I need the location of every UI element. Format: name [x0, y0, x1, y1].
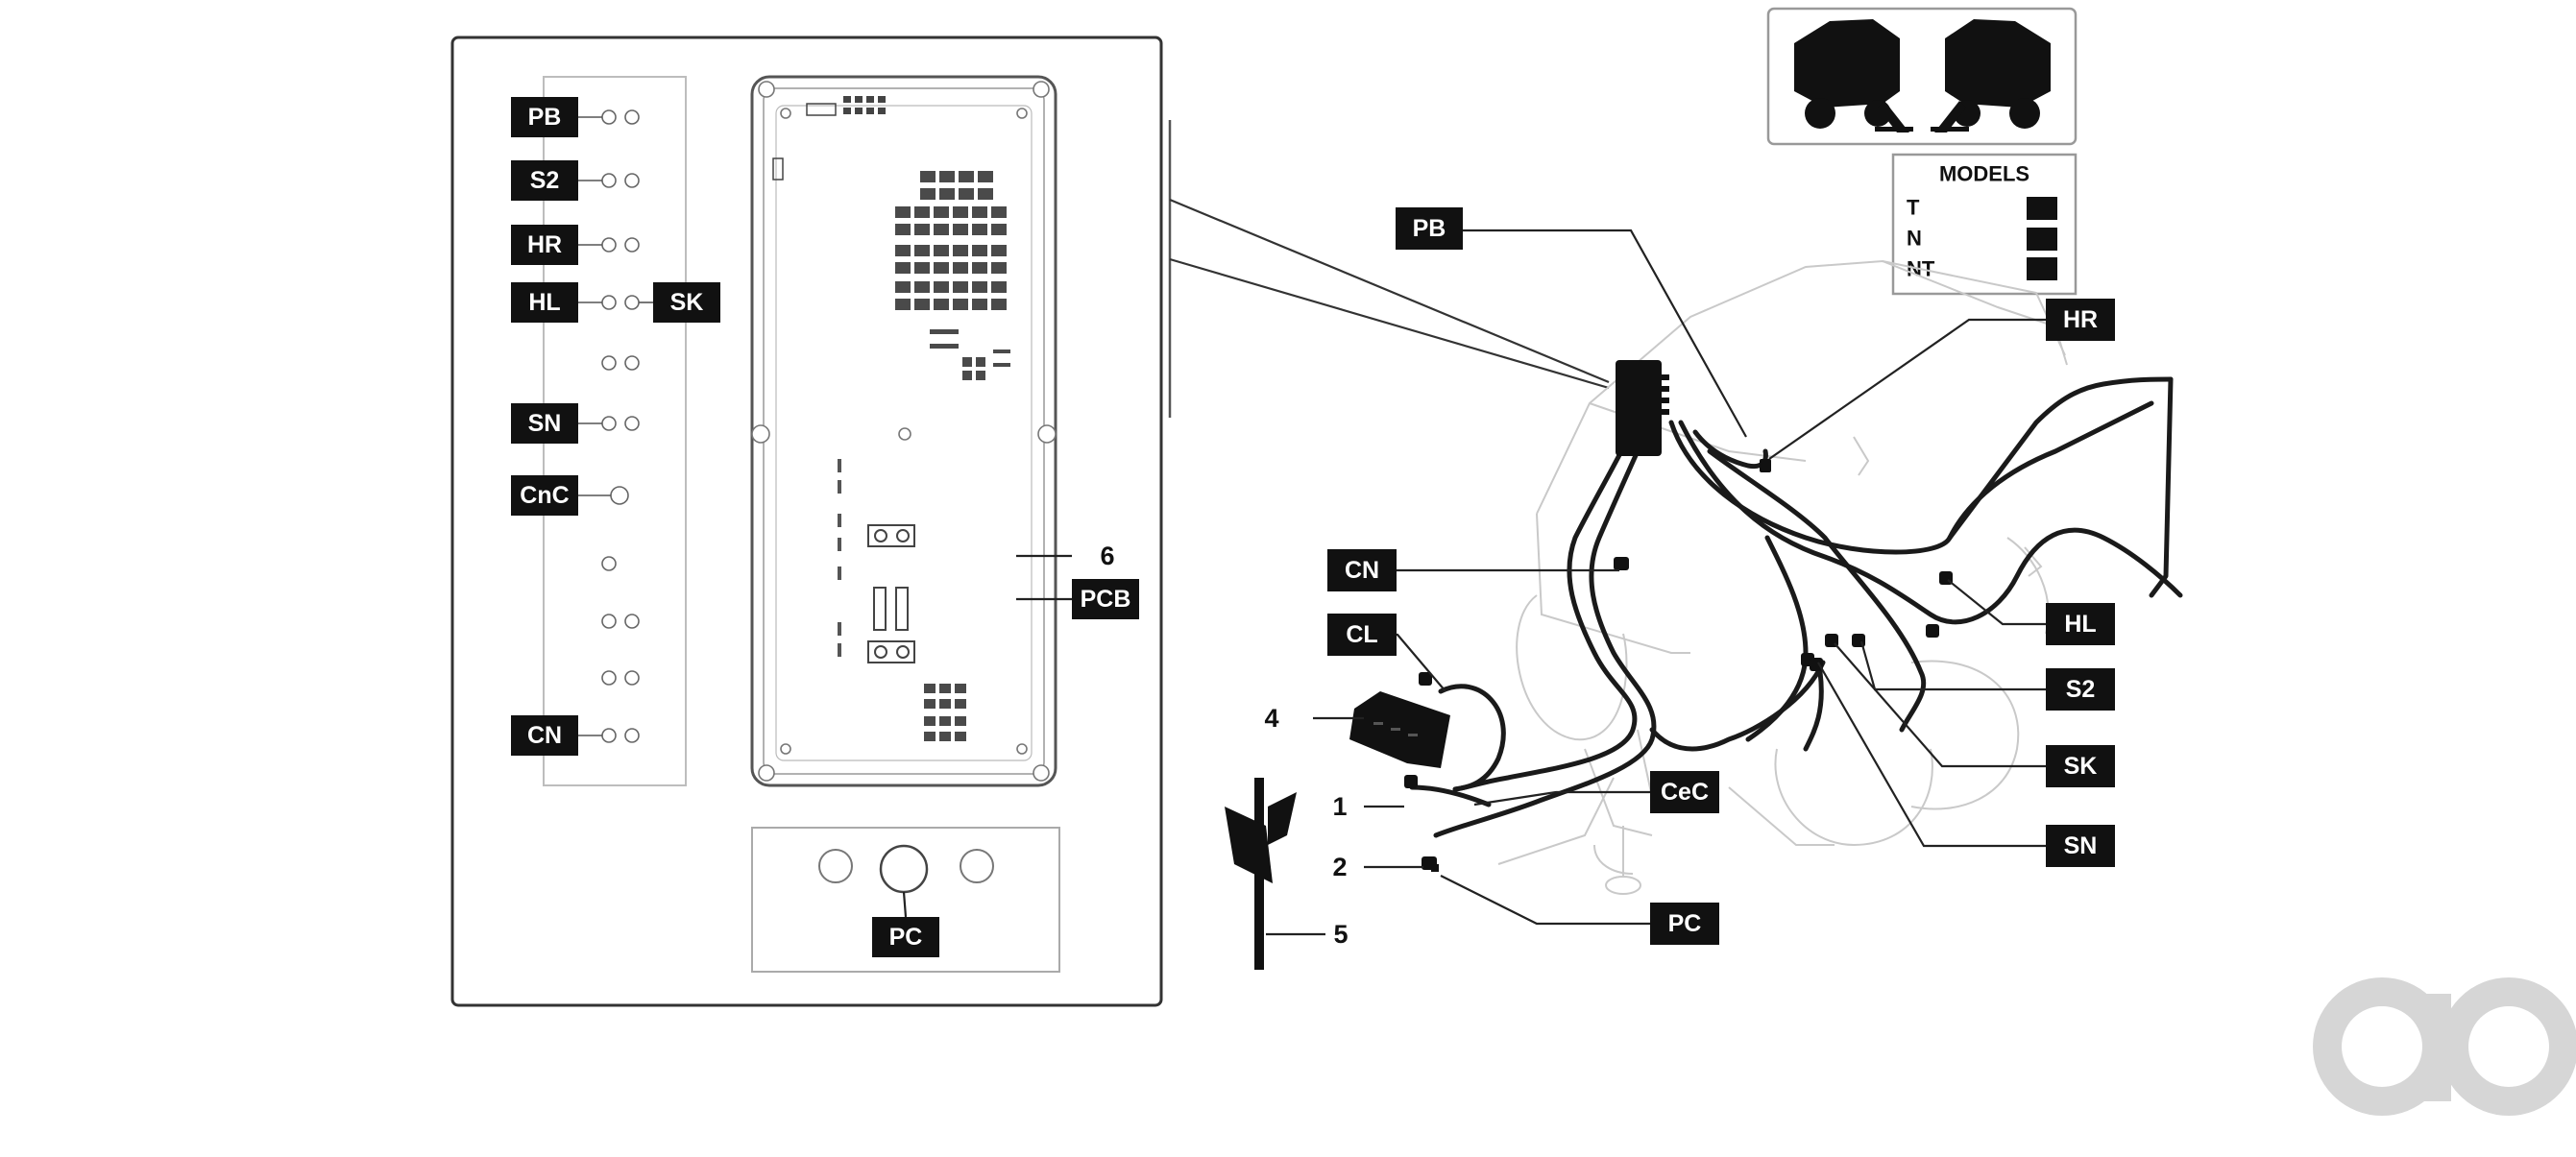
svg-text:PCB: PCB [1081, 586, 1131, 613]
panel-label-cn: CN [511, 715, 578, 756]
pc-plug-plate [751, 827, 1060, 973]
panel-item-6: 6 [1100, 542, 1114, 570]
models-row-t: T [1907, 196, 1920, 220]
machine-label-s2: S2 [2046, 668, 2115, 711]
machine-label-cec: CeC [1650, 771, 1719, 813]
machine-label-pb: PB [1396, 207, 1463, 250]
models-title: MODELS [1939, 162, 2029, 186]
model-silhouettes [1766, 7, 2078, 146]
machine-label-cn: CN [1327, 549, 1397, 591]
baler-silhouette-right [1931, 19, 2051, 133]
machine-item-2: 2 [1332, 853, 1347, 881]
svg-text:CN: CN [1345, 557, 1379, 584]
machine-item-5: 5 [1333, 920, 1348, 949]
models-legend: MODELS T N NT [1891, 153, 2078, 296]
machine-label-sn: SN [2046, 825, 2115, 867]
svg-text:SK: SK [670, 289, 704, 316]
panel-label-hl: HL [511, 282, 578, 323]
panel-label-pc: PC [872, 917, 939, 957]
machine-label-cl: CL [1327, 614, 1397, 656]
models-swatch-t [2027, 197, 2057, 220]
panel-label-s2: S2 [511, 160, 578, 201]
baler-outline [1497, 259, 2068, 895]
control-module [1349, 691, 1450, 768]
control-box [1616, 360, 1662, 456]
svg-text:HR: HR [527, 231, 562, 258]
svg-text:S2: S2 [2066, 676, 2096, 703]
svg-text:PB: PB [1413, 215, 1446, 242]
panel-label-sk: SK [653, 282, 720, 323]
svg-text:HL: HL [2064, 611, 2096, 638]
svg-text:S2: S2 [530, 167, 560, 194]
relay-block [895, 171, 1007, 349]
svg-text:SK: SK [2064, 753, 2098, 780]
svg-text:HL: HL [528, 289, 560, 316]
machine-leaders [1266, 229, 2046, 936]
detail-panel: PB S2 HR HL SK SN CnC CN PCB PC 6 [450, 36, 1163, 1007]
baler-silhouette-left [1794, 19, 1913, 133]
svg-text:CnC: CnC [520, 482, 569, 509]
harness-connectors [1404, 360, 1953, 872]
models-swatch-nt [2027, 257, 2057, 280]
models-swatch-n [2027, 228, 2057, 251]
watermark-logo [2313, 977, 2576, 1116]
machine-label-sk: SK [2046, 745, 2115, 787]
machine-label-hr: HR [2046, 299, 2115, 341]
machine-item-4: 4 [1264, 704, 1278, 733]
svg-text:CL: CL [1346, 621, 1377, 648]
pcb-board [750, 75, 1078, 787]
models-row-n: N [1907, 227, 1922, 251]
detail-callout [1168, 120, 1610, 418]
panel-label-pb: PB [511, 97, 578, 137]
svg-text:SN: SN [528, 410, 562, 437]
panel-label-cnc: CnC [511, 475, 578, 516]
svg-text:PC: PC [889, 924, 923, 951]
machine-item-1: 1 [1332, 792, 1347, 821]
panel-label-pcb: PCB [1072, 579, 1139, 619]
svg-text:SN: SN [2064, 832, 2098, 859]
svg-text:PC: PC [1668, 910, 1702, 937]
svg-text:CN: CN [527, 722, 562, 749]
svg-text:PB: PB [528, 104, 562, 131]
machine-label-hl: HL [2046, 603, 2115, 645]
machine-label-pc: PC [1650, 903, 1719, 945]
svg-text:HR: HR [2063, 306, 2098, 333]
svg-text:CeC: CeC [1661, 779, 1709, 806]
panel-label-hr: HR [511, 225, 578, 265]
mounting-post [1225, 778, 1297, 970]
panel-label-sn: SN [511, 403, 578, 444]
